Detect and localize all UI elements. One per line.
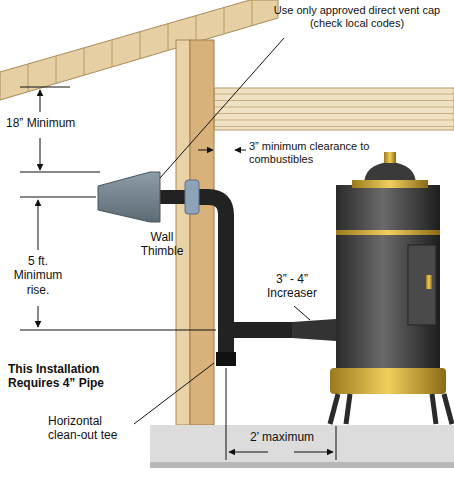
vent-cap xyxy=(98,172,190,222)
wood-stove xyxy=(330,368,446,394)
wood-stove xyxy=(330,152,452,424)
wood-stove xyxy=(426,275,432,289)
wood-stove xyxy=(336,230,440,235)
part-label: 3” - 4” Increaser xyxy=(256,272,328,301)
roof-overhang xyxy=(84,48,85,75)
dimension-lines xyxy=(20,172,100,173)
part-label: Horizontal clean-out tee xyxy=(48,414,138,443)
ceiling-joists xyxy=(214,120,454,121)
floor xyxy=(150,425,454,468)
roof-overhang xyxy=(112,40,113,67)
ceiling-joists xyxy=(214,107,454,108)
ceiling-joists xyxy=(214,100,454,101)
wood-stove xyxy=(384,152,396,163)
ceiling-joists xyxy=(214,94,454,95)
roof-overhang xyxy=(28,64,29,92)
dimension-lines xyxy=(40,90,41,112)
dimension-lines xyxy=(38,306,39,327)
vent-cap-note: Use only approved direct vent cap (check… xyxy=(266,4,448,30)
roof-overhang xyxy=(140,32,141,59)
stove-pipe xyxy=(192,197,336,366)
ceiling-joists xyxy=(214,88,454,130)
dimension-lines xyxy=(40,138,41,170)
installation-note: This Installation Requires 4” Pipe xyxy=(8,362,140,391)
ceiling-joists xyxy=(214,88,454,130)
wall-thimble xyxy=(185,180,199,214)
roof-overhang xyxy=(56,56,57,84)
stove-pipe xyxy=(192,197,226,352)
dimension-lines xyxy=(38,200,39,250)
roof-overhang xyxy=(28,0,252,92)
stove-pipe xyxy=(226,322,292,338)
floor xyxy=(150,462,454,468)
wall-thimble xyxy=(185,180,199,214)
ceiling-joists xyxy=(214,94,454,127)
roof-overhang xyxy=(0,0,278,100)
vent-cap xyxy=(98,172,160,222)
wall-framing xyxy=(176,40,190,425)
dimension-label: 5 ft. Minimum rise. xyxy=(6,254,70,297)
dimension-lines xyxy=(336,426,337,460)
dimension-lines xyxy=(198,150,213,151)
ceiling-joists xyxy=(214,113,454,114)
dimension-lines xyxy=(294,452,333,453)
roof-overhang xyxy=(0,0,278,100)
wood-stove xyxy=(352,180,428,188)
wall-framing xyxy=(190,40,214,425)
roof-overhang xyxy=(168,24,169,51)
clearance-note: 3” minimum clearance to combustibles xyxy=(249,140,373,166)
wood-stove xyxy=(336,185,440,370)
dimension-lines xyxy=(20,330,216,331)
roof-overhang xyxy=(252,0,253,26)
dimension-lines xyxy=(235,150,246,151)
stove-pipe xyxy=(292,319,336,341)
dimension-label: 2’ maximum xyxy=(240,430,324,444)
part-label: Wall Thimble xyxy=(136,230,188,259)
leader-lines xyxy=(294,306,310,320)
leader-lines xyxy=(134,38,310,424)
dimension-lines xyxy=(229,452,268,453)
roof-overhang xyxy=(196,16,197,43)
dimension-label: 18” Minimum xyxy=(6,116,88,130)
leader-lines xyxy=(134,363,214,424)
wood-stove xyxy=(408,245,436,325)
roof-overhang xyxy=(224,7,225,33)
stove-pipe xyxy=(216,352,236,366)
floor xyxy=(150,425,454,462)
ceiling-joists xyxy=(214,126,454,127)
dimension-lines xyxy=(226,368,227,460)
dimension-lines xyxy=(20,87,70,88)
wood-stove xyxy=(330,394,452,424)
dimension-lines xyxy=(20,197,96,198)
